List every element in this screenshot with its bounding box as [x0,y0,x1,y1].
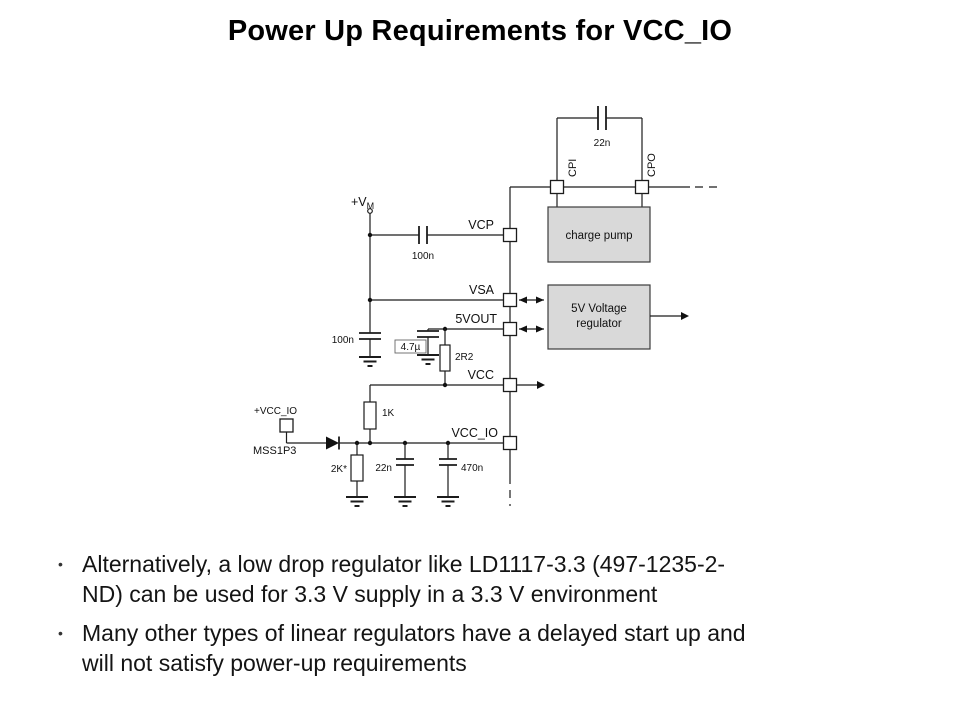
vccio-supply-terminal [279,418,294,433]
charge-pump-label: charge pump [565,230,632,242]
page-title: Power Up Requirements for VCC_IO [227,15,733,47]
pin-vsa [502,292,518,308]
bullet-item-1: • Alternatively, a low drop regulator li… [58,549,928,609]
res-2k: 2K* [331,443,368,507]
v5out-row: 5VOUT [428,312,544,337]
pin-label-cpi: CPI [567,159,579,177]
cap-22n-bottom: 22n [375,443,416,507]
resistor-body [439,344,451,372]
cap-100n-vsa-value: 100n [332,335,354,346]
junction-dot [367,297,373,303]
bullet-item-2: • Many other types of linear regulators … [58,618,928,678]
bullet-text: Alternatively, a low drop regulator like… [82,549,725,609]
cap-22n-bottom-value: 22n [375,463,392,474]
resistor-body [350,454,364,482]
arrow-left-icon [519,296,527,304]
charge-pump-block: charge pump [547,206,651,263]
pin-vcc [502,377,518,393]
pin-cpo [634,179,650,195]
arrow-right-icon [681,312,689,320]
vccio-row: VCC_IO [339,426,518,451]
junction-dot [367,440,373,446]
res-1k: 1K [363,401,395,443]
vm-terminal [367,208,373,214]
vcp-row: 100n VCP [367,218,518,262]
res-2k-value: 2K* [331,464,347,475]
regulator-block: 5V Voltage regulator [547,284,689,350]
arrow-right-icon [536,325,544,333]
cap-4u7: 4.7µ [394,329,439,365]
regulator-box [547,284,651,350]
regulator-label-line2: regulator [576,318,622,330]
arrow-left-icon [519,325,527,333]
bullet-line: Alternatively, a low drop regulator like… [82,551,726,577]
pin-label-5vout: 5VOUT [455,312,497,326]
vccio-supply: +VCC_IO MSS1P3 [253,406,340,457]
resistor-body [363,401,377,430]
pin-label-vcp: VCP [468,218,494,232]
bullet-marker: • [58,625,63,641]
pin-label-vsa: VSA [469,283,495,297]
cap-470n: 470n [437,443,483,507]
res-1k-value: 1K [382,408,395,419]
pin-label-vccio: VCC_IO [451,426,498,440]
value-box [394,339,427,354]
res-2r2-value: 2R2 [455,352,474,363]
charge-pump-capacitor: 22n [556,106,643,180]
junction-dot [442,382,448,388]
arrow-right-icon [537,381,545,389]
pin-label-vcc: VCC [468,368,494,382]
diode-icon [326,436,339,450]
bullet-marker: • [58,556,63,572]
junction-dot [367,232,373,238]
cap-22n-top-value: 22n [594,138,611,149]
charge-pump-box [547,206,651,263]
pin-5vout [502,321,518,337]
vm-label: +VM [351,195,374,211]
bullet-line: will not satisfy power-up requirements [82,650,467,676]
vsa-row: VSA [367,283,544,308]
pin-vccio [502,435,518,451]
diode-part-number: MSS1P3 [253,445,296,457]
bullet-line: Many other types of linear regulators ha… [82,620,746,646]
bullet-list: • Alternatively, a low drop regulator li… [58,549,928,678]
cap-100n-vcp-value: 100n [412,251,434,262]
cpi-cpo-pins: CPI CPO [549,153,658,207]
pin-vcp [502,227,518,243]
pin-label-cpo: CPO [646,153,658,177]
vm-supply: +VM [351,195,374,333]
pin-cpi [549,179,565,195]
bullet-text: Many other types of linear regulators ha… [82,618,746,678]
res-2r2: 2R2 [439,329,474,385]
vsa-decoupling-cap: 100n [332,332,381,367]
vccio-supply-label: +VCC_IO [254,406,297,417]
cap-4u7-value: 4.7µ [401,342,421,353]
arrow-right-icon [536,296,544,304]
cap-470n-value: 470n [461,463,483,474]
vcc-row: VCC [369,368,545,402]
regulator-label-line1: 5V Voltage [571,303,627,315]
bullet-line: ND) can be used for 3.3 V supply in a 3.… [82,581,658,607]
